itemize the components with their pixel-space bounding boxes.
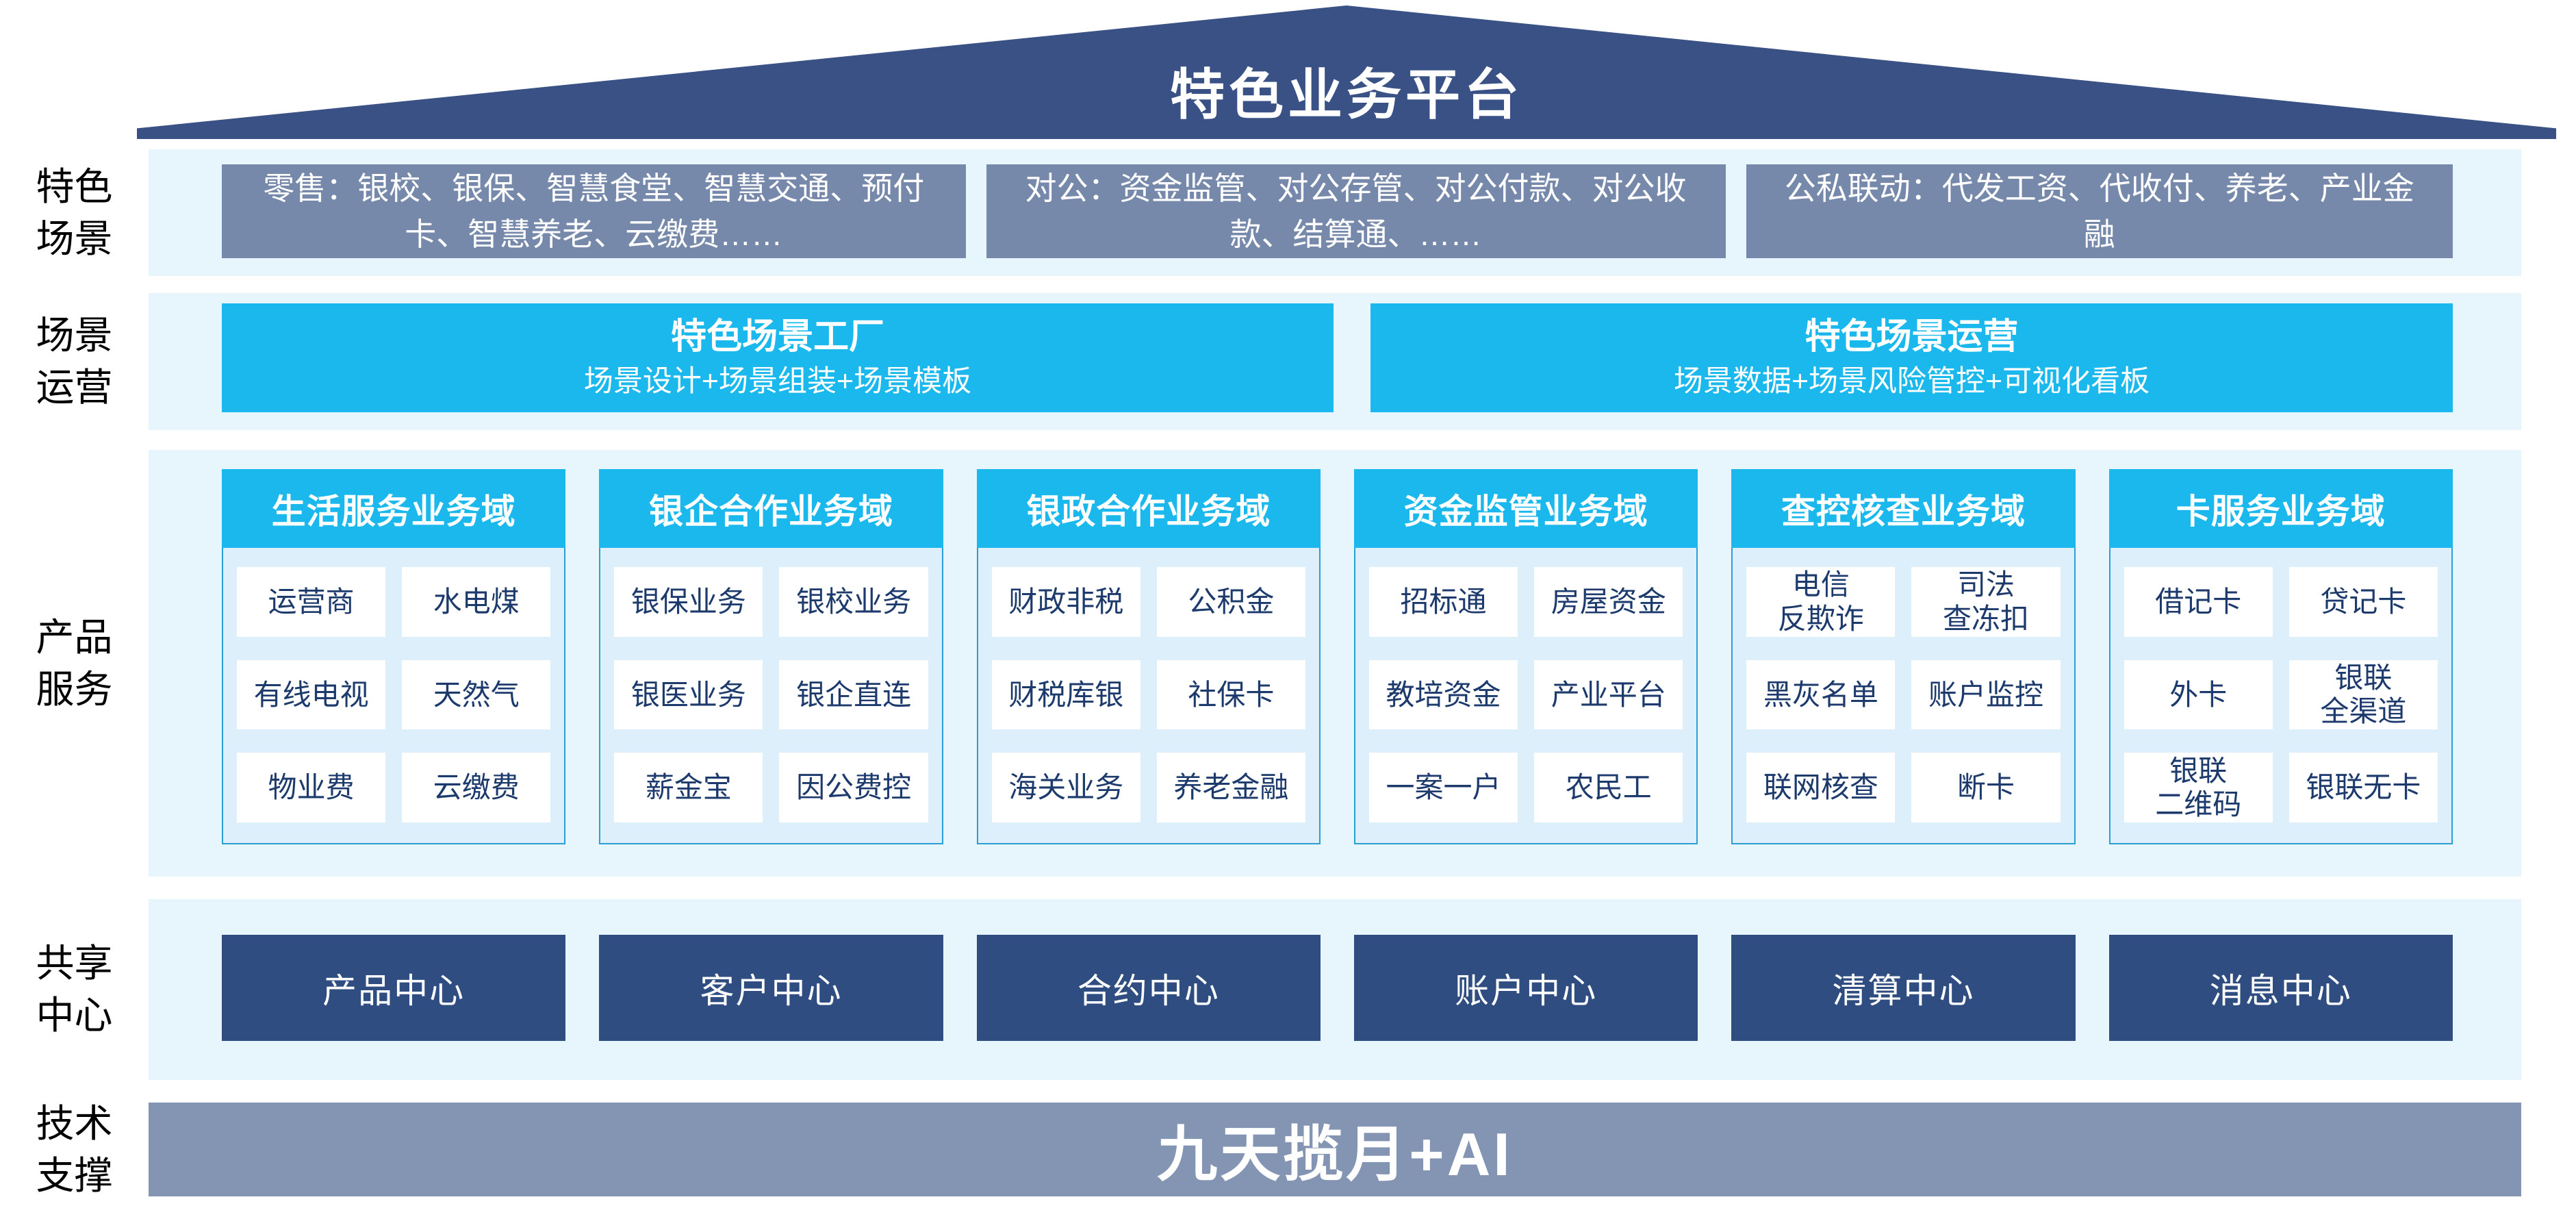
product-item: 司法 查冻扣 bbox=[1911, 567, 2061, 637]
scenario-operation-title: 特色场景运营 bbox=[1805, 317, 2019, 357]
product-item: 银联无卡 bbox=[2288, 753, 2438, 822]
domain-body: 运营商 水电煤 有线电视 天然气 物业费 云缴费 bbox=[222, 548, 566, 844]
scenario-operation-row: 特色场景工厂 场景设计+场景组装+场景模板 特色场景运营 场景数据+场景风险管控… bbox=[149, 293, 2521, 430]
product-item: 银企直连 bbox=[779, 659, 928, 730]
product-item: 房屋资金 bbox=[1534, 567, 1683, 637]
product-item: 招标通 bbox=[1368, 567, 1518, 637]
domain-column-life-services: 生活服务业务域 运营商 水电煤 有线电视 天然气 物业费 云缴费 bbox=[222, 469, 566, 844]
product-item: 财税库银 bbox=[991, 659, 1140, 730]
domain-body: 财政非税 公积金 财税库银 社保卡 海关业务 养老金融 bbox=[976, 548, 1321, 844]
domain-title: 资金监管业务域 bbox=[1353, 469, 1698, 548]
domain-column-inquiry-control: 查控核查业务域 电信 反欺诈 司法 查冻扣 黑灰名单 账户监控 联网核查 断卡 bbox=[1731, 469, 2076, 844]
product-item: 公积金 bbox=[1156, 567, 1305, 637]
roof-banner: 特色业务平台 bbox=[137, 5, 2556, 139]
domain-title: 查控核查业务域 bbox=[1731, 469, 2076, 548]
product-item: 海关业务 bbox=[991, 753, 1140, 822]
domain-body: 电信 反欺诈 司法 查冻扣 黑灰名单 账户监控 联网核查 断卡 bbox=[1731, 548, 2076, 844]
product-item: 养老金融 bbox=[1156, 753, 1305, 822]
scenario-factory-title: 特色场景工厂 bbox=[670, 317, 884, 357]
product-item: 薪金宝 bbox=[614, 753, 763, 822]
row-label-scenario-operation: 场景 运营 bbox=[36, 314, 113, 409]
center-account: 账户中心 bbox=[1353, 935, 1698, 1041]
product-item: 因公费控 bbox=[779, 753, 928, 822]
product-item: 账户监控 bbox=[1911, 659, 2061, 730]
center-customer: 客户中心 bbox=[599, 935, 943, 1041]
platform-title: 特色业务平台 bbox=[1170, 64, 1523, 125]
product-item: 有线电视 bbox=[237, 659, 386, 730]
product-item: 外卡 bbox=[2124, 659, 2273, 730]
product-item: 银校业务 bbox=[779, 567, 928, 637]
scenario-factory-box: 特色场景工厂 场景设计+场景组装+场景模板 bbox=[222, 303, 1334, 412]
domain-body: 银保业务 银校业务 银医业务 银企直连 薪金宝 因公费控 bbox=[599, 548, 943, 844]
scenario-box-retail: 零售：银校、银保、智慧食堂、智慧交通、预付卡、智慧养老、云缴费…… bbox=[222, 164, 966, 258]
scenario-operation-subtitle: 场景数据+场景风险管控+可视化看板 bbox=[1673, 364, 2150, 398]
row-label-special-scenarios: 特色 场景 bbox=[36, 164, 113, 260]
domain-column-card-services: 卡服务业务域 借记卡 贷记卡 外卡 银联 全渠道 银联 二维码 银联无卡 bbox=[2108, 469, 2453, 844]
product-item: 贷记卡 bbox=[2288, 567, 2438, 637]
product-item: 银联 二维码 bbox=[2124, 753, 2273, 822]
center-message: 消息中心 bbox=[2108, 935, 2453, 1041]
center-product: 产品中心 bbox=[222, 935, 566, 1041]
product-item: 农民工 bbox=[1534, 753, 1683, 822]
product-item: 水电煤 bbox=[402, 567, 551, 637]
domain-title: 卡服务业务域 bbox=[2108, 469, 2453, 548]
tech-support-title: 九天揽月+AI bbox=[1157, 1120, 1513, 1188]
center-clearing: 清算中心 bbox=[1731, 935, 2076, 1041]
product-item: 云缴费 bbox=[402, 753, 551, 822]
product-item: 银保业务 bbox=[614, 567, 763, 637]
product-item: 财政非税 bbox=[991, 567, 1140, 637]
product-item: 黑灰名单 bbox=[1746, 659, 1896, 730]
scenario-box-public-private: 公私联动：代发工资、代收付、养老、产业金融 bbox=[1746, 164, 2453, 258]
product-item: 运营商 bbox=[237, 567, 386, 637]
product-item: 银联 全渠道 bbox=[2288, 659, 2438, 730]
domain-column-bank-government: 银政合作业务域 财政非税 公积金 财税库银 社保卡 海关业务 养老金融 bbox=[976, 469, 1321, 844]
product-item: 物业费 bbox=[237, 753, 386, 822]
domain-column-fund-supervision: 资金监管业务域 招标通 房屋资金 教培资金 产业平台 一案一户 农民工 bbox=[1353, 469, 1698, 844]
product-item: 银医业务 bbox=[614, 659, 763, 730]
product-item: 电信 反欺诈 bbox=[1746, 567, 1896, 637]
domain-column-bank-enterprise: 银企合作业务域 银保业务 银校业务 银医业务 银企直连 薪金宝 因公费控 bbox=[599, 469, 943, 844]
row-label-tech-support: 技术 支撑 bbox=[36, 1101, 113, 1197]
tech-support-bar: 九天揽月+AI bbox=[149, 1103, 2521, 1196]
scenario-box-corporate: 对公：资金监管、对公存管、对公付款、对公收款、结算通、…… bbox=[986, 164, 1726, 258]
domain-title: 银企合作业务域 bbox=[599, 469, 943, 548]
product-item: 断卡 bbox=[1911, 753, 2061, 822]
product-item: 天然气 bbox=[402, 659, 551, 730]
domain-title: 生活服务业务域 bbox=[222, 469, 566, 548]
domain-body: 借记卡 贷记卡 外卡 银联 全渠道 银联 二维码 银联无卡 bbox=[2108, 548, 2453, 844]
product-item: 产业平台 bbox=[1534, 659, 1683, 730]
row-label-product-services: 产品 服务 bbox=[36, 615, 113, 711]
special-scenarios-row: 零售：银校、银保、智慧食堂、智慧交通、预付卡、智慧养老、云缴费…… 对公：资金监… bbox=[149, 149, 2521, 276]
product-item: 借记卡 bbox=[2124, 567, 2273, 637]
domain-title: 银政合作业务域 bbox=[976, 469, 1321, 548]
domain-body: 招标通 房屋资金 教培资金 产业平台 一案一户 农民工 bbox=[1353, 548, 1698, 844]
center-contract: 合约中心 bbox=[976, 935, 1321, 1041]
scenario-operation-box: 特色场景运营 场景数据+场景风险管控+可视化看板 bbox=[1370, 303, 2453, 412]
product-item: 一案一户 bbox=[1368, 753, 1518, 822]
shared-centers-row: 产品中心 客户中心 合约中心 账户中心 清算中心 消息中心 bbox=[149, 899, 2521, 1080]
product-services-row: 生活服务业务域 运营商 水电煤 有线电视 天然气 物业费 云缴费 银企合作业务域… bbox=[149, 450, 2521, 877]
product-item: 联网核查 bbox=[1746, 753, 1896, 822]
product-item: 社保卡 bbox=[1156, 659, 1305, 730]
row-label-shared-centers: 共享 中心 bbox=[36, 942, 113, 1037]
product-item: 教培资金 bbox=[1368, 659, 1518, 730]
scenario-factory-subtitle: 场景设计+场景组装+场景模板 bbox=[583, 364, 972, 398]
